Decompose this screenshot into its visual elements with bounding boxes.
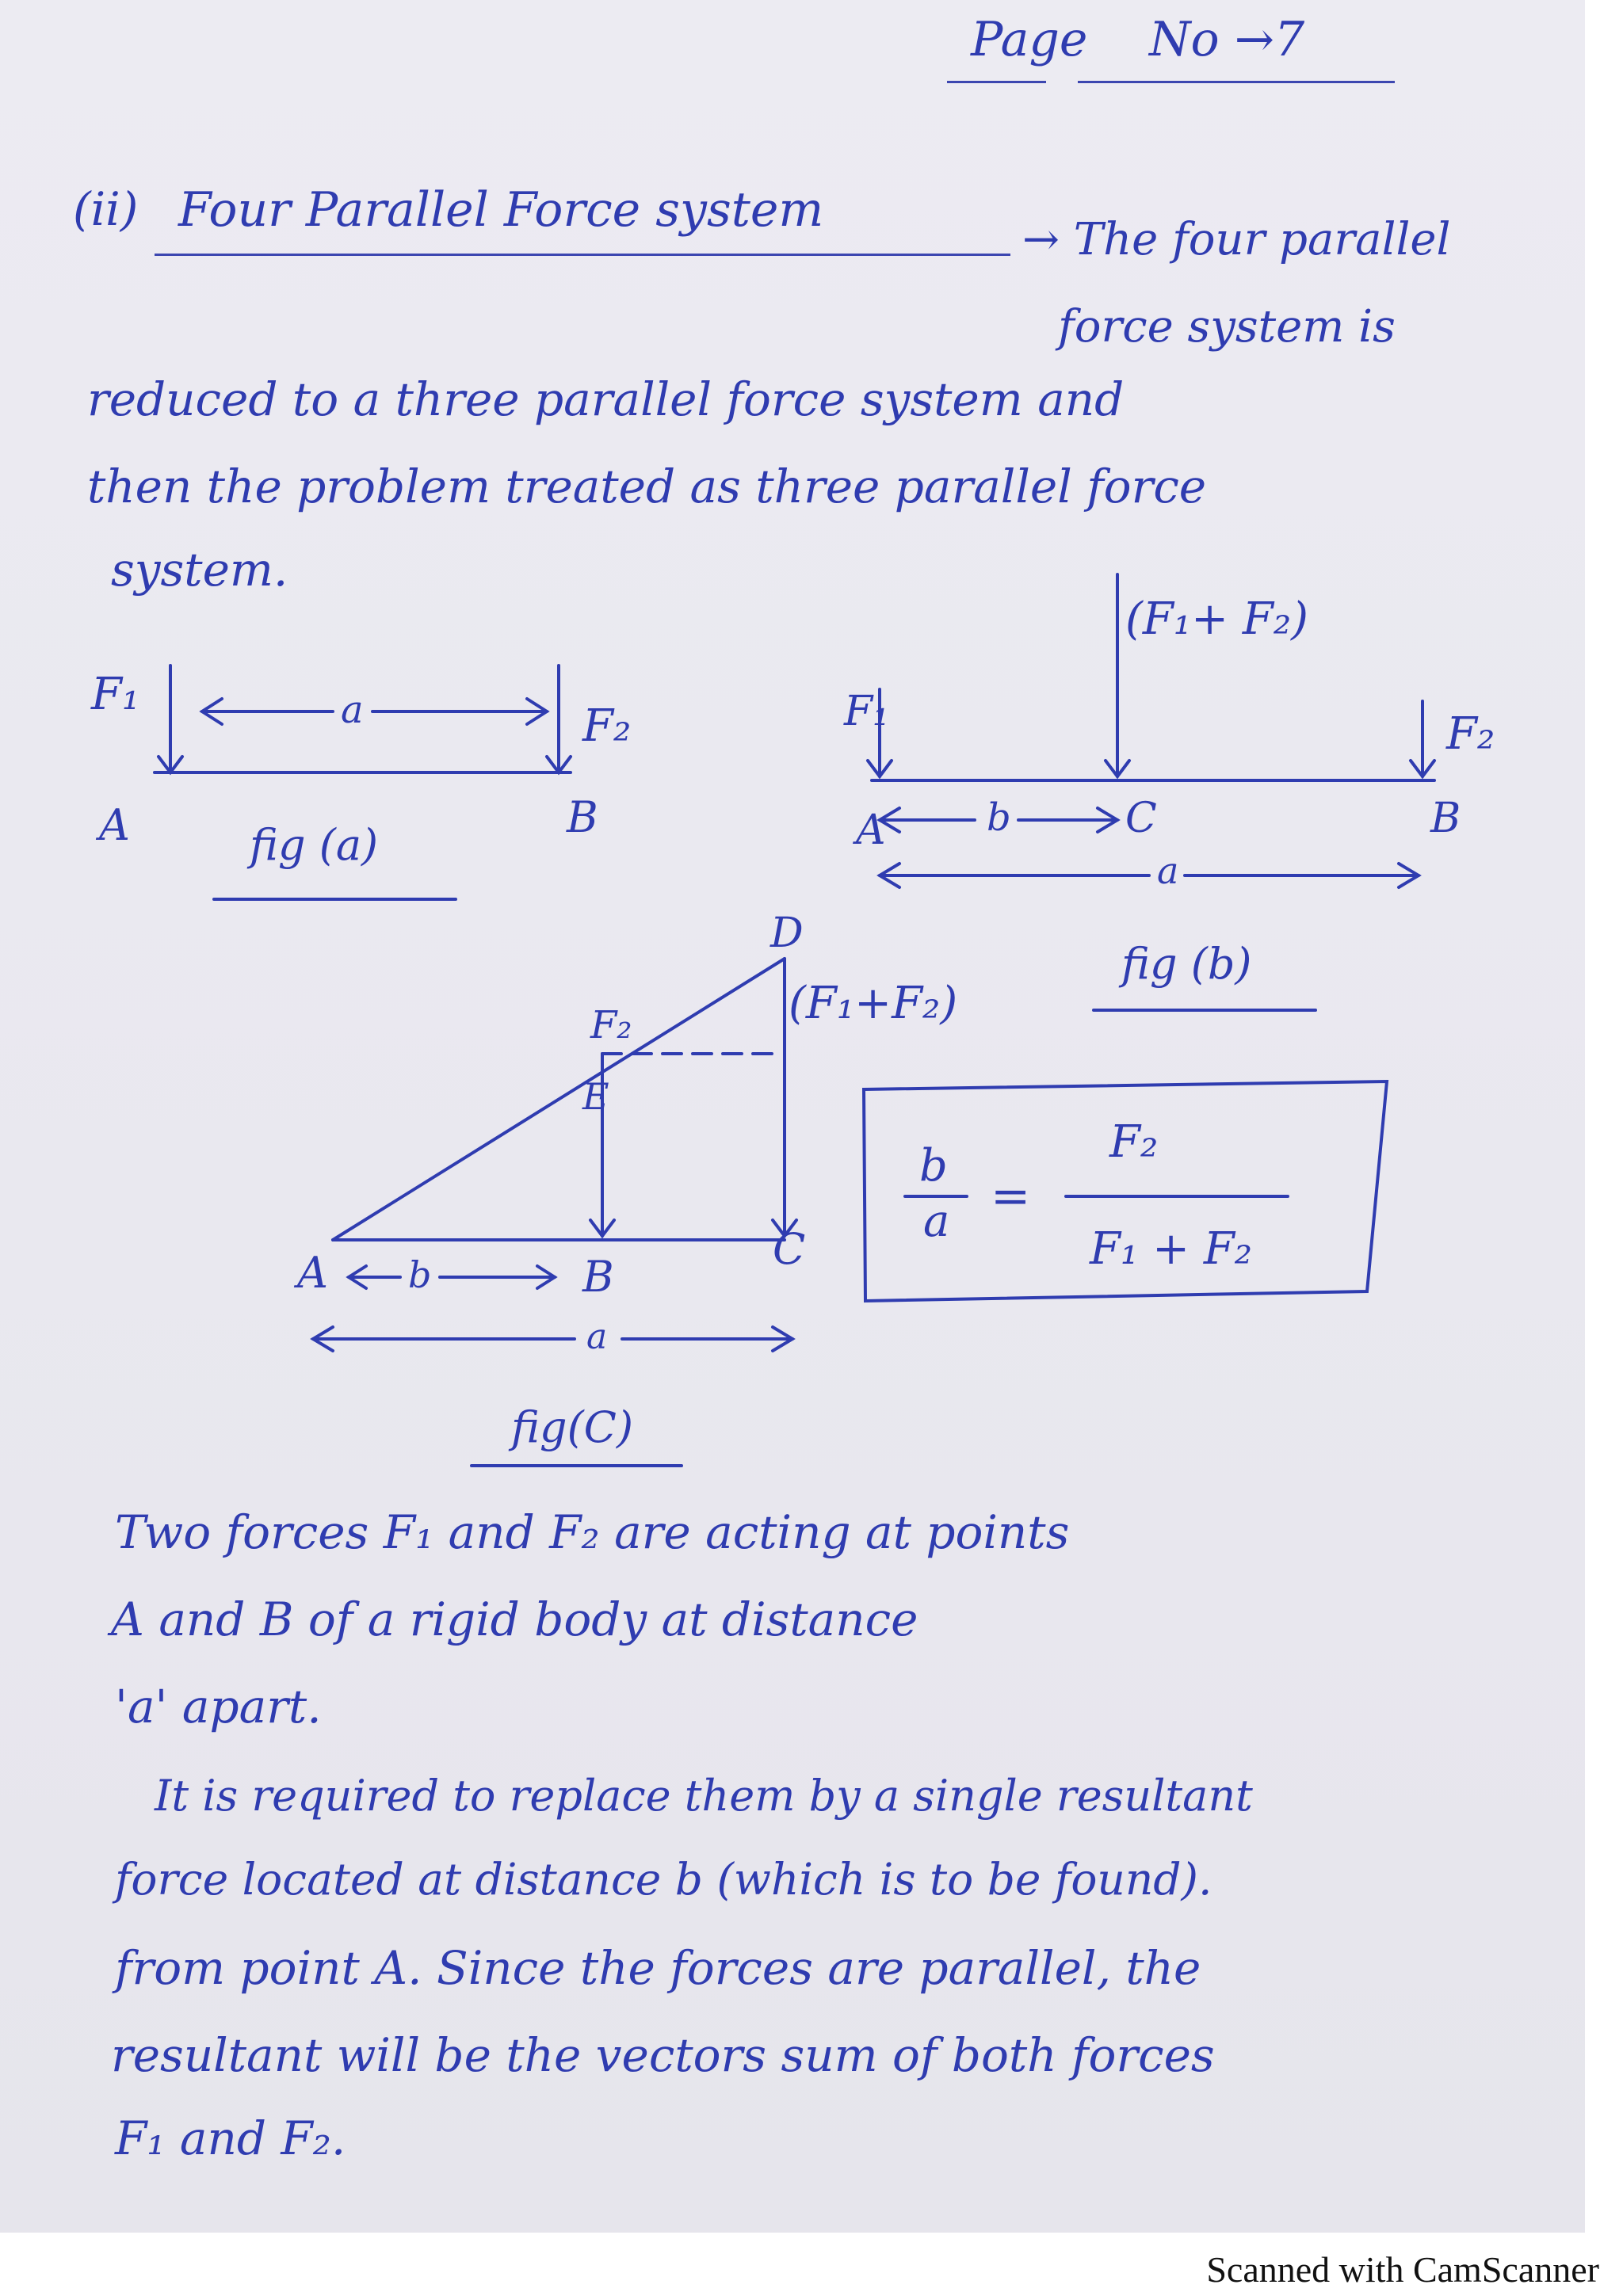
fig-a-caption: fig (a) — [246, 820, 378, 870]
body-line-6: from point A. Since the forces are paral… — [115, 1941, 1201, 1995]
fig-a-point-a: A — [95, 800, 130, 850]
fig-b-point-b: B — [1430, 795, 1461, 842]
body-line-7: resultant will be the vectors sum of bot… — [111, 2028, 1215, 2082]
scanner-watermark: Scanned with CamScanner — [1206, 2249, 1599, 2290]
fig-b-f12: (F₁+ F₂) — [1125, 593, 1308, 645]
body-line-3: 'a' apart. — [115, 1680, 322, 1733]
fig-c-d: D — [769, 910, 804, 957]
body-line-5: force located at distance b (which is to… — [115, 1854, 1212, 1905]
page-label-underline — [947, 81, 1046, 83]
fig-a-a: a — [341, 688, 364, 732]
fig-b-a: a — [1157, 849, 1178, 892]
page-number-underline — [1078, 81, 1395, 83]
formula-equals: = — [991, 1169, 1030, 1224]
fig-c-a: A — [293, 1248, 328, 1298]
fig-b-caption: fig (b) — [1118, 939, 1251, 989]
fig-c-a-dim: a — [586, 1317, 607, 1357]
formula-den-right: F₁ + F₂ — [1089, 1223, 1252, 1275]
page-number: No →7 — [1149, 12, 1305, 67]
fig-c-caption: fig(C) — [508, 1402, 633, 1452]
body-line-1: Two forces F₁ and F₂ are acting at point… — [115, 1505, 1070, 1559]
heading-number: (ii) — [73, 182, 139, 236]
fig-b-f1: F₁ — [843, 688, 889, 735]
fig-c-c: C — [773, 1224, 805, 1274]
intro-line-3: system. — [111, 543, 288, 597]
scanned-page — [0, 0, 1585, 2233]
body-line-8: F₁ and F₂. — [115, 2111, 346, 2165]
fig-a-point-b: B — [566, 792, 598, 842]
fig-c-f2: F₂ — [590, 1003, 632, 1047]
fig-b-point-a: A — [853, 807, 886, 854]
heading-cont: force system is — [1058, 301, 1396, 353]
fig-c-b: b — [408, 1253, 431, 1296]
heading-arrow-text: → The four parallel — [1022, 214, 1451, 265]
intro-line-1: reduced to a three parallel force system… — [87, 372, 1125, 426]
heading-underline — [155, 254, 1010, 256]
fig-c-f12: (F₁+F₂) — [789, 978, 957, 1029]
fig-c-e: E — [582, 1075, 609, 1118]
heading-title: Four Parallel Force system — [178, 182, 824, 238]
fig-b-b: b — [987, 795, 1011, 840]
fig-a-f2: F₂ — [582, 700, 631, 752]
fig-c-b-point: B — [582, 1252, 614, 1302]
body-line-2: A and B of a rigid body at distance — [111, 1592, 918, 1646]
formula-num-right: F₂ — [1109, 1116, 1158, 1168]
page-label: Page — [971, 12, 1088, 67]
fig-a-f1: F₁ — [90, 669, 139, 720]
formula-num-left: b — [919, 1140, 948, 1192]
fig-b-point-c: C — [1125, 795, 1157, 842]
body-line-4: It is required to replace them by a sing… — [155, 1771, 1253, 1821]
fig-b-f2: F₂ — [1445, 708, 1495, 760]
intro-line-2: then the problem treated as three parall… — [87, 460, 1207, 513]
formula-den-left: a — [923, 1196, 949, 1247]
